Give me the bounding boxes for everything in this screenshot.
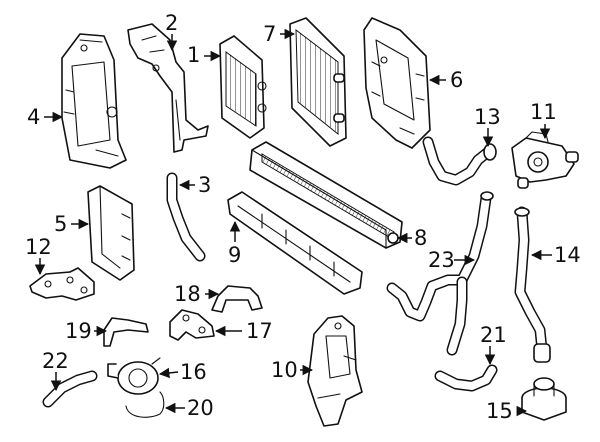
part-13-hose (422, 136, 497, 186)
part-22-hose (42, 370, 98, 408)
callout-20: 20 (187, 396, 214, 420)
part-7-radiator (289, 17, 347, 147)
callout-17: 17 (246, 319, 273, 343)
part-18-clip (211, 285, 263, 313)
callout-2: 2 (165, 11, 178, 35)
part-21-hose (434, 364, 498, 392)
callout-9: 9 (228, 243, 241, 267)
callout-18: 18 (174, 282, 201, 306)
callout-16: 16 (180, 360, 207, 384)
part-15-pump (521, 377, 567, 421)
part-9-tray (227, 191, 363, 295)
callout-5: 5 (54, 212, 67, 236)
callout-14: 14 (554, 243, 581, 267)
callout-13: 13 (474, 105, 501, 129)
callout-21: 21 (480, 323, 507, 347)
callout-22: 22 (42, 349, 69, 373)
callout-15: 15 (486, 399, 513, 423)
leader-16 (158, 367, 179, 379)
part-10-reservoir (307, 315, 363, 427)
part-17-bracket (169, 309, 215, 341)
callout-10: 10 (271, 358, 298, 382)
part-5-module (87, 185, 135, 281)
callout-11: 11 (530, 100, 557, 124)
callout-4: 4 (27, 105, 40, 129)
leader-lines (34, 28, 552, 417)
callout-8: 8 (414, 226, 427, 250)
part-12-bracket (29, 267, 95, 301)
part-20-clamp (125, 391, 165, 418)
part-19-bracket (103, 317, 149, 347)
part-6-frame (363, 17, 431, 149)
part-2-bracket (127, 23, 209, 153)
callout-19: 19 (65, 319, 92, 343)
part-3-pipe (166, 172, 206, 262)
part-1-radiator (219, 35, 267, 139)
callout-6: 6 (450, 68, 463, 92)
part-16-pump (107, 357, 161, 395)
part-4-shroud (61, 33, 127, 169)
callout-23: 23 (428, 248, 455, 272)
part-11-valve (511, 131, 579, 189)
callout-1: 1 (187, 43, 200, 67)
callout-7: 7 (263, 22, 276, 46)
part-14-hose (514, 206, 551, 363)
callout-12: 12 (25, 235, 52, 259)
callout-labels: 1 2 3 4 5 6 7 8 9 10 11 12 13 14 15 16 1… (25, 11, 581, 423)
part-23-hose (386, 191, 494, 356)
callout-3: 3 (198, 173, 211, 197)
